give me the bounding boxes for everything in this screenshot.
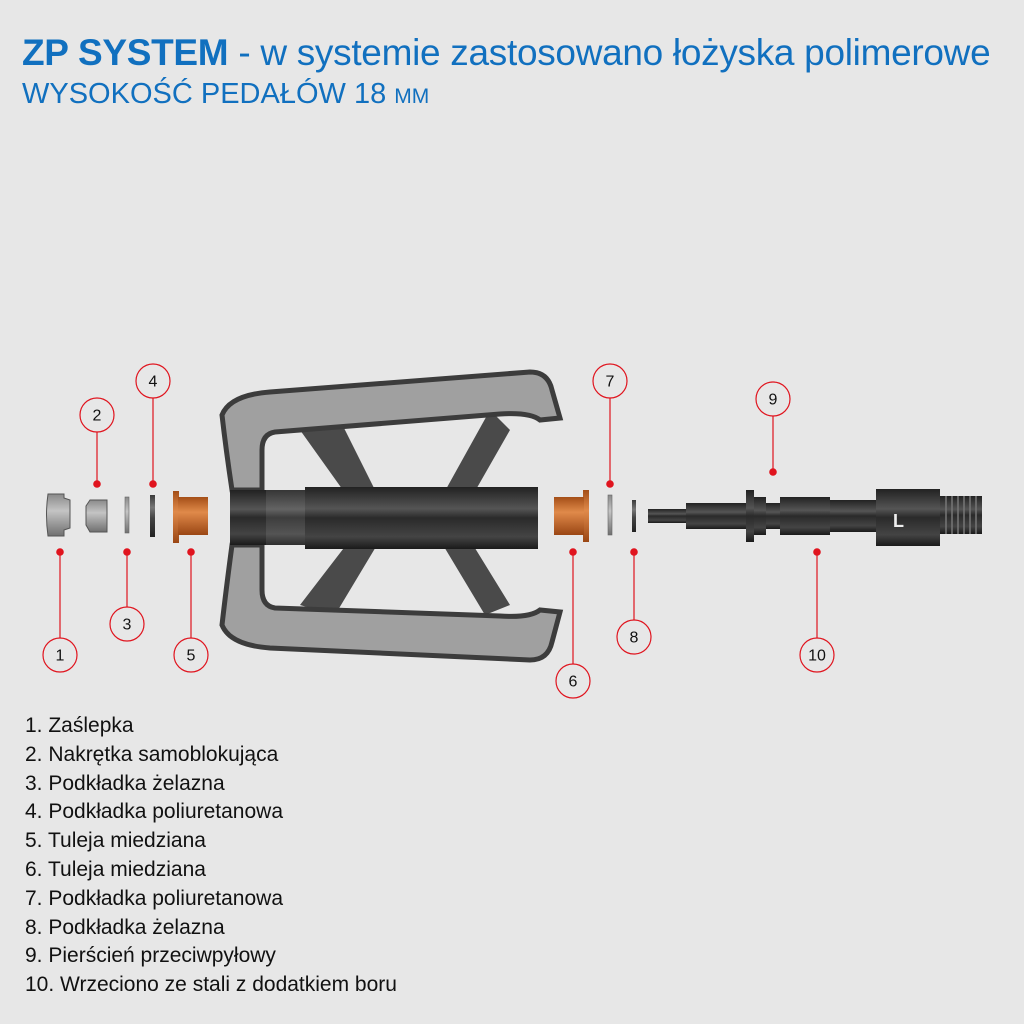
lock-nut-part <box>85 499 108 533</box>
callout-10: 10 <box>799 548 835 673</box>
callout-circle <box>799 637 835 673</box>
callout-dot <box>630 548 638 556</box>
callout-number: 1 <box>56 648 65 665</box>
parts-list-item: 1. Zaślepka <box>25 714 134 737</box>
tagline: - w systemie zastosowano łożyska polimer… <box>228 32 991 73</box>
brand-name: ZP SYSTEM <box>22 32 229 73</box>
dust-ring-part <box>746 490 754 542</box>
height-unit: MM <box>394 85 430 108</box>
callout-number: 3 <box>123 617 132 634</box>
parts-list-item: 8. Podkładka żelazna <box>25 915 225 939</box>
parts-list-item: 2. Nakrętka samoblokująca <box>25 742 279 766</box>
callout-number: 4 <box>149 374 158 391</box>
callout-number: 6 <box>569 674 578 691</box>
callout-circle <box>173 637 209 673</box>
height-label: WYSOKOŚĆ PEDAŁÓW 18 <box>22 78 395 110</box>
copper-bushing-right <box>554 490 589 542</box>
callout-2: 2 <box>79 397 115 488</box>
pedal-body <box>219 369 564 663</box>
callout-dot <box>769 468 777 476</box>
callout-circle <box>135 363 171 399</box>
callout-dot <box>187 548 195 556</box>
callout-9: 9 <box>755 381 791 476</box>
callout-number: 2 <box>93 408 102 425</box>
callout-circle <box>42 637 78 673</box>
callout-circle <box>592 363 628 399</box>
callout-dot <box>56 548 64 556</box>
callout-dot <box>93 480 101 488</box>
callout-number: 5 <box>187 648 196 665</box>
callout-dot <box>813 548 821 556</box>
callout-number: 10 <box>808 648 826 665</box>
callout-1: 1 <box>42 548 78 673</box>
callout-circle <box>616 619 652 655</box>
parts-list-item: 7. Podkładka poliuretanowa <box>25 886 284 910</box>
callout-number: 8 <box>630 630 639 647</box>
callout-3: 3 <box>109 548 145 642</box>
callout-5: 5 <box>173 548 209 673</box>
callout-7: 7 <box>592 363 628 488</box>
parts-list-item: 5. Tuleja miedziana <box>25 829 206 853</box>
spindle-side-mark: L <box>893 511 904 531</box>
parts-list: 1. Zaślepka 2. Nakrętka samoblokująca 3. P… <box>25 712 397 1000</box>
callout-circle <box>109 606 145 642</box>
callout-dot <box>123 548 131 556</box>
iron-washer-part <box>124 496 130 534</box>
dust-cap-part <box>46 493 71 537</box>
callout-dot <box>606 480 614 488</box>
callout-number: 9 <box>769 392 778 409</box>
pu-washer-part-right <box>607 494 613 536</box>
pedal-height: WYSOKOŚĆ PEDAŁÓW 18 MM <box>22 78 429 111</box>
callout-circle <box>79 397 115 433</box>
parts-list-item: 6. Tuleja miedziana <box>25 857 206 881</box>
page-title: ZP SYSTEM - w systemie zastosowano łożys… <box>22 32 991 74</box>
callout-dot <box>569 548 577 556</box>
callout-circle <box>755 381 791 417</box>
parts-list-item: 10. Wrzeciono ze stali z dodatkiem boru <box>25 973 397 997</box>
callout-number: 7 <box>606 374 615 391</box>
parts-list-item: 4. Podkładka poliuretanowa <box>25 800 284 824</box>
callout-6: 6 <box>555 548 591 699</box>
spindle-part: L <box>648 489 982 546</box>
callout-circle <box>555 663 591 699</box>
pu-washer-part <box>150 495 155 537</box>
callout-8: 8 <box>616 548 652 655</box>
callout-4: 4 <box>135 363 171 488</box>
parts-list-item: 9. Pierścień przeciwpyłowy <box>25 944 276 968</box>
callouts: 1 2 3 4 5 6 7 8 9 10 <box>42 363 835 699</box>
iron-washer-part-right <box>632 500 636 532</box>
callout-dot <box>149 480 157 488</box>
copper-bushing-left <box>173 491 208 543</box>
parts-list-item: 3. Podkładka żelazna <box>25 771 225 795</box>
